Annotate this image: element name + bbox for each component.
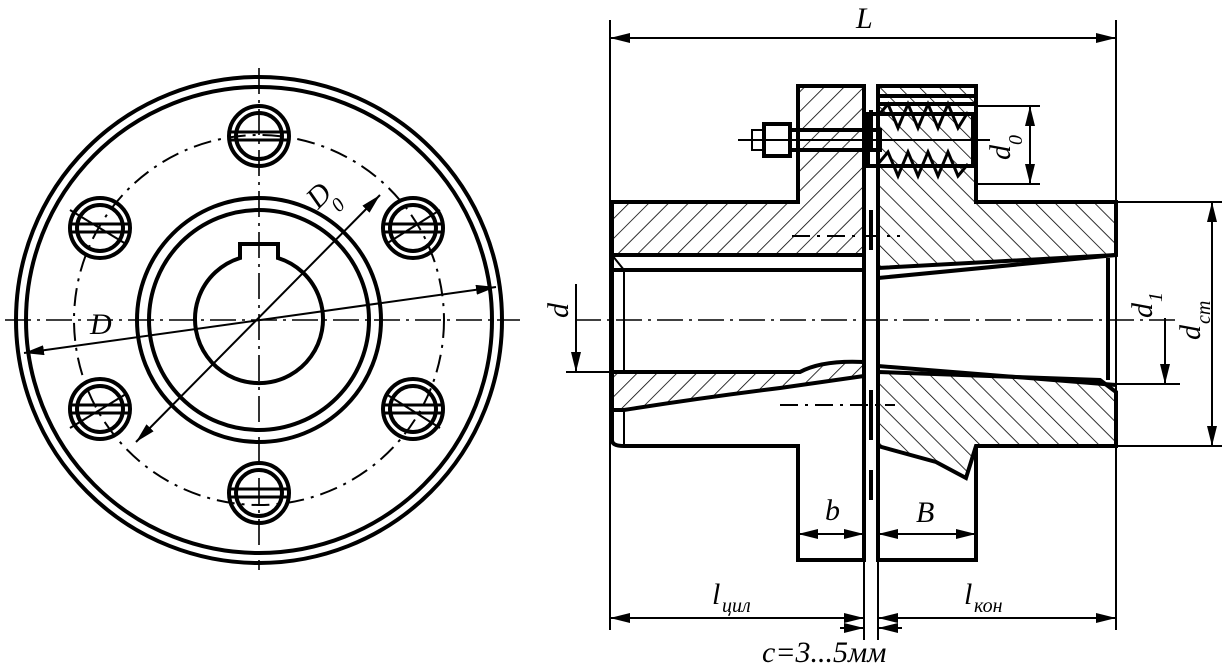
label-d0-subscript: 0 (1005, 135, 1027, 145)
label-d0: d (984, 144, 1017, 160)
label-lkon-subscript: кон (974, 595, 1003, 617)
pin-top-icon (226, 104, 292, 168)
label-lkon: l (964, 578, 972, 611)
dimension-D0-line (135, 194, 381, 443)
left-hub-lower-outline (610, 86, 866, 562)
right-cone-bottom (877, 364, 1117, 387)
elastic-bushing-lower-icon (876, 148, 970, 180)
pin-radial-mark-lr (385, 393, 441, 429)
pin-radial-mark-ll (69, 393, 127, 429)
pin-housing-icon (876, 94, 978, 106)
label-d1-subscript: 1 (1145, 292, 1167, 302)
label-gap: c=3...5мм (762, 636, 886, 667)
label-D0-subscript: 0 (327, 194, 350, 217)
pin-lower-right-icon (380, 377, 446, 441)
right-hub-lower-section (876, 369, 1118, 481)
label-B: B (916, 496, 934, 529)
label-L: L (855, 2, 873, 35)
front-view: D D 0 (5, 68, 520, 570)
pin-radial-mark-ur (385, 209, 441, 245)
label-dst-subscript: ст (1193, 301, 1215, 324)
label-b: b (825, 494, 840, 527)
label-lcyl-subscript: цил (722, 595, 751, 617)
pin-shank-icon (788, 128, 882, 152)
right-cone-top (877, 253, 1117, 280)
section-view: L (542, 2, 1222, 667)
label-lcyl: l (712, 578, 720, 611)
flange-outer-circle (14, 75, 504, 565)
elastic-bushing-upper-icon (876, 100, 970, 132)
left-hub-lower-section (610, 359, 866, 412)
pin-radial-mark-ul (69, 209, 127, 245)
left-hub-upper-section (610, 84, 866, 257)
label-d1: d (1126, 302, 1159, 318)
label-D: D (89, 308, 112, 341)
label-dst: d (1174, 324, 1207, 340)
label-d: d (542, 302, 575, 318)
